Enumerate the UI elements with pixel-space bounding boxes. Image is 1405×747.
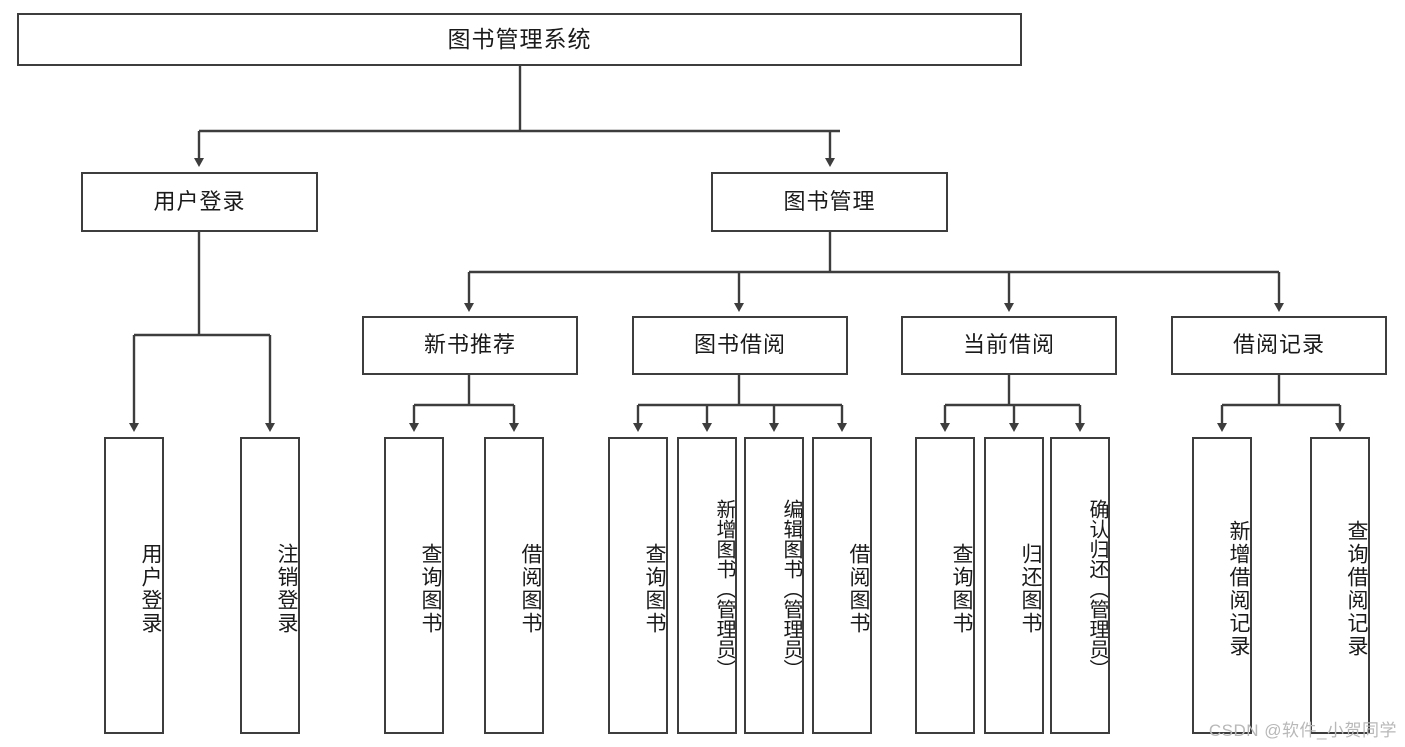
leaf-user-login[interactable]: 用户登录: [104, 437, 164, 734]
node-borrow-record[interactable]: 借阅记录: [1171, 316, 1387, 375]
node-current-borrow[interactable]: 当前借阅: [901, 316, 1117, 375]
node-book-borrow[interactable]: 图书借阅: [632, 316, 848, 375]
node-root-system[interactable]: 图书管理系统: [17, 13, 1022, 66]
watermark-text: CSDN @软件_小贺同学: [1208, 721, 1397, 740]
leaf-confirm-return-admin[interactable]: 确认归还（管理员）: [1050, 437, 1110, 734]
leaf-query-borrow-record[interactable]: 查询借阅记录: [1310, 437, 1370, 734]
leaf-borrow-book-recommend[interactable]: 借阅图书: [484, 437, 544, 734]
leaf-edit-book-admin[interactable]: 编辑图书（管理员）: [744, 437, 804, 734]
leaf-query-book-borrow[interactable]: 查询图书: [608, 437, 668, 734]
leaf-borrow-book-borrow[interactable]: 借阅图书: [812, 437, 872, 734]
leaf-query-book-recommend[interactable]: 查询图书: [384, 437, 444, 734]
leaf-query-book-current[interactable]: 查询图书: [915, 437, 975, 734]
node-book-management[interactable]: 图书管理: [711, 172, 948, 232]
node-new-book-recommend[interactable]: 新书推荐: [362, 316, 578, 375]
leaf-return-book[interactable]: 归还图书: [984, 437, 1044, 734]
node-user-login[interactable]: 用户登录: [81, 172, 318, 232]
leaf-add-borrow-record[interactable]: 新增借阅记录: [1192, 437, 1252, 734]
leaf-add-book-admin[interactable]: 新增图书（管理员）: [677, 437, 737, 734]
leaf-logout-login[interactable]: 注销登录: [240, 437, 300, 734]
